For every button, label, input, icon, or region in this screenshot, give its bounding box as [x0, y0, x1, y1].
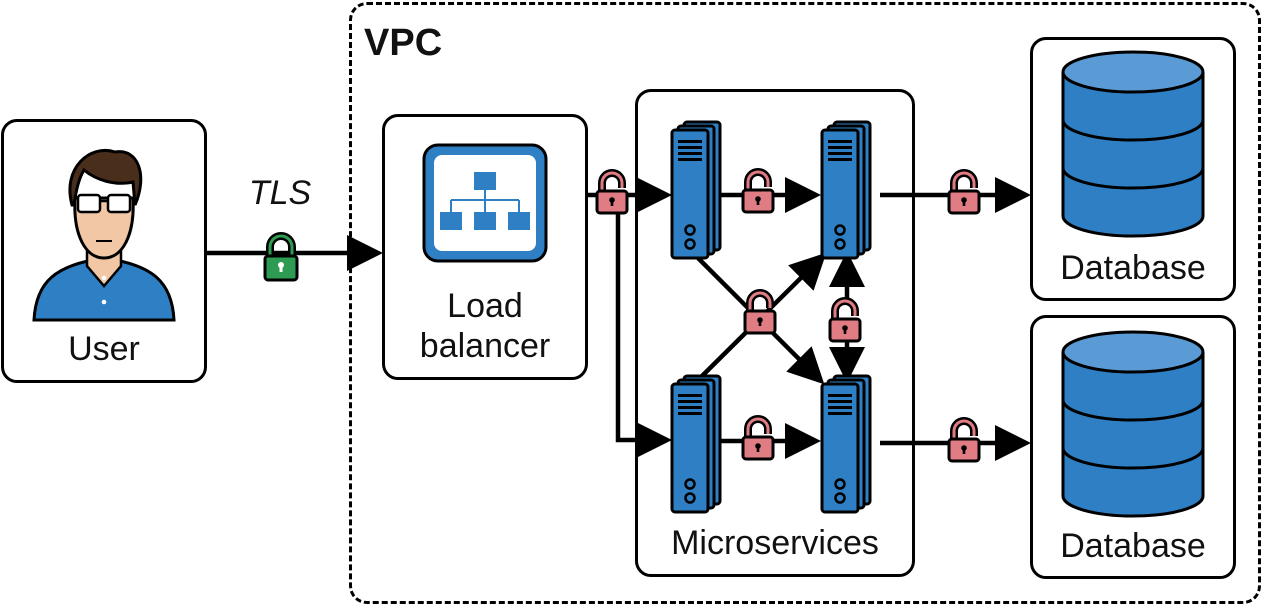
- tls-label: TLS: [248, 174, 312, 212]
- microservices-box: [635, 89, 915, 577]
- database-bottom-label: Database: [1060, 527, 1206, 565]
- tls-lock-icon: [265, 236, 297, 280]
- load-balancer-label-line1: Load: [447, 287, 523, 325]
- vpc-label: VPC: [364, 22, 443, 64]
- vpc-boundary: [349, 2, 1261, 604]
- user-label: User: [68, 330, 140, 368]
- microservices-label: Microservices: [671, 524, 879, 562]
- load-balancer-label-line2: balancer: [419, 327, 551, 365]
- database-top-label: Database: [1060, 249, 1206, 287]
